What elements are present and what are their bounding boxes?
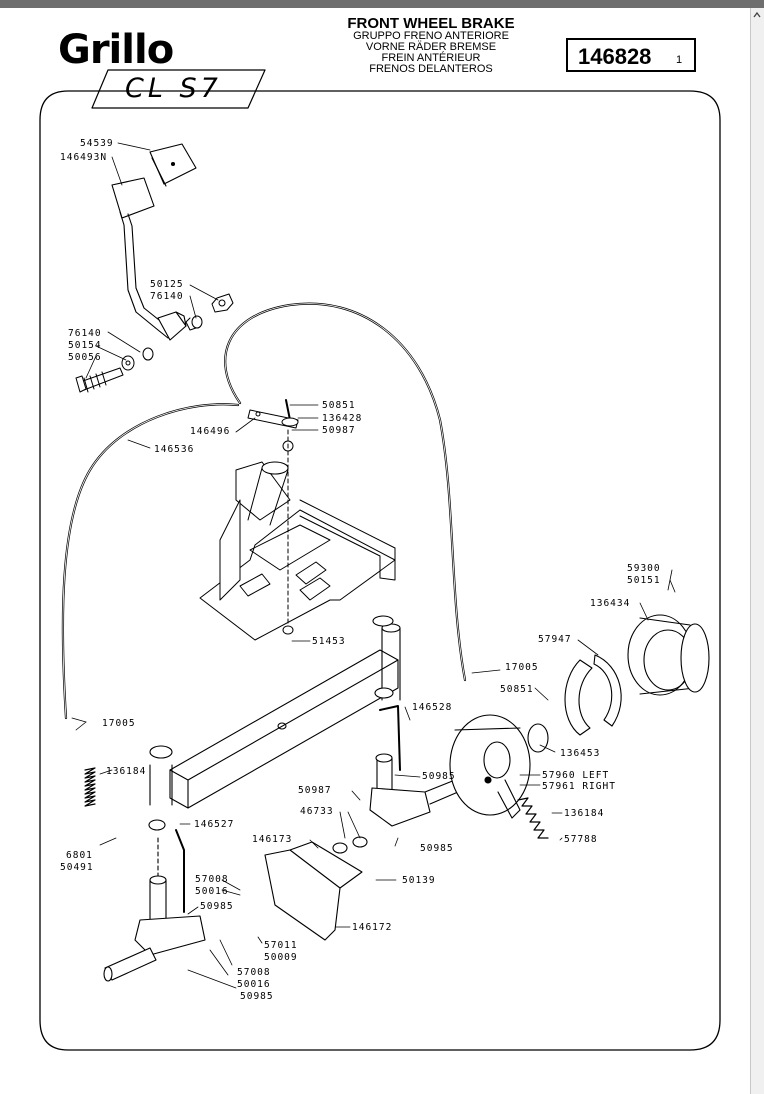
callout-label: 54539 — [80, 138, 114, 149]
brand-logo: Grillo — [58, 27, 174, 73]
axle-beam — [148, 615, 401, 831]
callout-label: 76140 — [68, 328, 102, 339]
callout-label: 57960 LEFT — [542, 770, 610, 781]
callout-label: 50016 — [195, 886, 229, 897]
callout-label: 50056 — [68, 352, 102, 363]
cable-left-inner — [62, 403, 239, 719]
callout-label: 57008 — [237, 967, 271, 978]
callout-label: 50987 — [322, 425, 356, 436]
callout-label: 50154 — [68, 340, 102, 351]
sheet-number: 1 — [676, 54, 683, 66]
brake-shoes — [527, 654, 622, 753]
scroll-up-arrow-icon[interactable] — [751, 9, 763, 21]
left-spindle — [103, 829, 206, 982]
callout-label: 76140 — [150, 291, 184, 302]
callout-label: 51453 — [312, 636, 346, 647]
subtitle-fr: FREIN ANTÉRIEUR — [381, 52, 481, 64]
brake-drum — [627, 614, 710, 696]
callout-label: 50009 — [264, 952, 298, 963]
callout-label: 50491 — [60, 862, 94, 873]
callout-label: 146493N — [60, 152, 108, 163]
callout-label: 146527 — [194, 819, 235, 830]
callout-label: 50985 — [200, 901, 234, 912]
spring-right — [517, 797, 549, 839]
brake-backing-plate — [449, 714, 531, 819]
leader-lines — [71, 142, 676, 989]
subtitle-es: FRENOS DELANTEROS — [369, 63, 493, 75]
callout-label: 136184 — [106, 766, 147, 777]
callout-label: 50151 — [627, 575, 661, 586]
model-name: CL S7 — [125, 73, 222, 104]
callout-label: 136434 — [590, 598, 631, 609]
cable-right-inner — [224, 303, 466, 681]
spring-left — [84, 767, 96, 807]
part-number: 146828 — [578, 44, 652, 69]
vertical-scrollbar[interactable] — [750, 8, 764, 1094]
callout-label: 50985 — [422, 771, 456, 782]
chassis-bracket — [199, 429, 396, 641]
callout-label: 146536 — [154, 444, 195, 455]
brake-pedal — [111, 143, 197, 341]
callout-label: 57011 — [264, 940, 298, 951]
diagram-border — [39, 90, 721, 1051]
callout-label: 146173 — [252, 834, 293, 845]
callout-label: 50985 — [240, 991, 274, 1002]
callout-label: 136428 — [322, 413, 363, 424]
right-spindle — [369, 705, 487, 827]
callout-label: 50851 — [500, 684, 534, 695]
callout-label: 57788 — [564, 834, 598, 845]
pedal-hardware — [75, 293, 234, 393]
callout-label: 50125 — [150, 279, 184, 290]
callout-label: 50139 — [402, 875, 436, 886]
callout-label: 57008 — [195, 874, 229, 885]
callout-label: 136453 — [560, 748, 601, 759]
window-top-bar — [0, 0, 764, 8]
callout-label: 46733 — [300, 806, 334, 817]
callout-label: 17005 — [102, 718, 136, 729]
callout-label: 17005 — [505, 662, 539, 673]
page-title: FRONT WHEEL BRAKE — [347, 15, 515, 32]
callout-label: 136184 — [564, 808, 605, 819]
callout-label: 50851 — [322, 400, 356, 411]
callout-label: 146528 — [412, 702, 453, 713]
callout-label: 146172 — [352, 922, 393, 933]
title-block: FRONT WHEEL BRAKE GRUPPO FRENO ANTERIORE… — [305, 16, 557, 75]
callout-label: 50985 — [420, 843, 454, 854]
callout-label: 146496 — [190, 426, 231, 437]
cable-left — [61, 403, 240, 720]
callout-label: 57961 RIGHT — [542, 781, 616, 792]
callout-label: 50016 — [237, 979, 271, 990]
part-number-box: 146828 1 — [566, 38, 696, 72]
callout-label: 50987 — [298, 785, 332, 796]
subtitle-it: GRUPPO FRENO ANTERIORE — [353, 30, 509, 42]
callout-label: 57947 — [538, 634, 572, 645]
equalizer-link — [247, 399, 299, 452]
steering-arm-plate — [264, 836, 368, 941]
subtitle-de: VORNE RÄDER BREMSE — [365, 41, 497, 53]
callout-label: 6801 — [66, 850, 93, 861]
model-frame — [91, 69, 266, 109]
callout-label: 59300 — [627, 563, 661, 574]
